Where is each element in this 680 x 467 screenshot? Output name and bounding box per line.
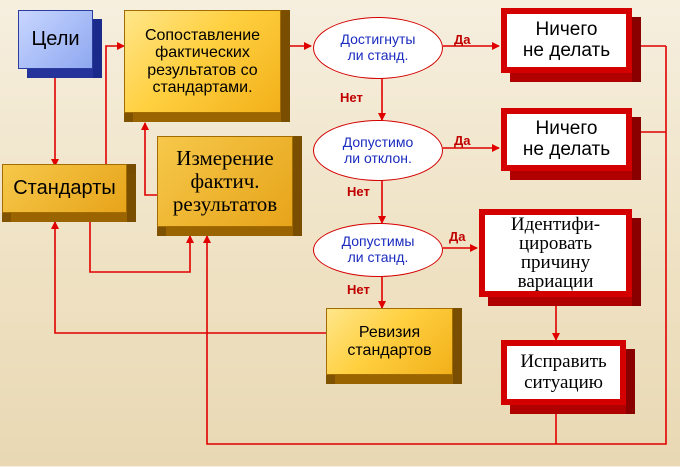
decision-deviation-label: Допустимо ли отклон. <box>342 133 414 166</box>
measure-label: Измерение фактич. результатов <box>172 146 278 216</box>
nothing-box-2: Ничего не делать <box>501 108 641 180</box>
decision-reached: Достигнуты ли станд. <box>313 17 443 79</box>
label-yes-1: Да <box>454 32 471 47</box>
nothing-label-1: Ничего не делать <box>522 18 611 61</box>
measure-box: Измерение фактич. результатов <box>157 136 302 236</box>
label-yes-2: Да <box>454 133 471 148</box>
label-yes-3: Да <box>449 229 466 244</box>
nothing-box-1: Ничего не делать <box>501 8 641 82</box>
compare-label: Сопоставление фактических результатов со… <box>144 26 261 96</box>
arrow-standards-to-compare <box>105 42 125 166</box>
goals-box: Цели <box>18 10 102 78</box>
identify-label: Идентифи- цировать причину вариации <box>510 214 601 292</box>
label-no-2: Нет <box>347 184 370 199</box>
arrow-right-loop <box>203 46 667 445</box>
decision-deviation: Допустимо ли отклон. <box>313 120 443 181</box>
arrow-standards-to-measure <box>89 220 194 273</box>
compare-box: Сопоставление фактических результатов со… <box>124 10 290 122</box>
standards-box: Стандарты <box>2 164 136 222</box>
arrow-measure-to-compare <box>141 122 157 196</box>
decision-acceptable: Допустимы ли станд. <box>313 223 443 277</box>
nothing-label-2: Ничего не делать <box>522 117 611 160</box>
decision-reached-label: Достигнуты ли станд. <box>340 31 416 63</box>
identify-box: Идентифи- цировать причину вариации <box>479 209 641 306</box>
label-no-3: Нет <box>347 282 370 297</box>
arrow-revision-to-standards <box>51 221 326 334</box>
standards-label: Стандарты <box>13 176 116 199</box>
fix-label: Исправить ситуацию <box>520 350 607 393</box>
revision-label: Ревизия стандартов <box>347 324 432 359</box>
goals-label: Цели <box>31 27 80 50</box>
decision-acceptable-label: Допустимы ли станд. <box>341 233 415 265</box>
caption <box>30 455 670 467</box>
fix-box: Исправить ситуацию <box>501 340 635 414</box>
revision-box: Ревизия стандартов <box>326 308 462 384</box>
label-no-1: Нет <box>340 90 363 105</box>
